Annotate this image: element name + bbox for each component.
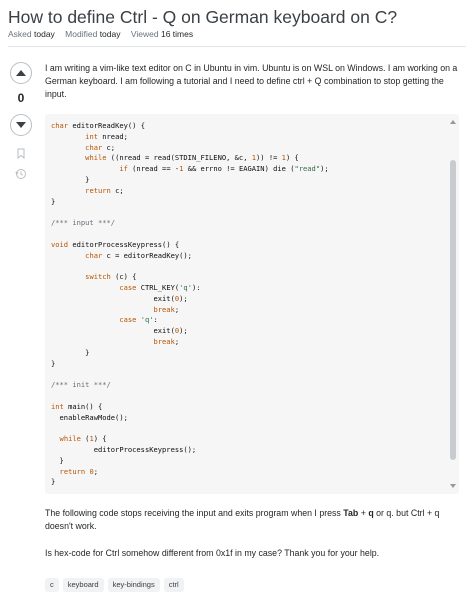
code-line: [51, 391, 329, 402]
history-icon[interactable]: [15, 168, 27, 180]
code-line: int nread;: [85, 131, 128, 141]
code-line: char editorReadKey() {: [51, 121, 145, 130]
header-divider: [8, 46, 466, 47]
body-paragraph-2: The following code stops receiving the i…: [45, 507, 461, 533]
asked-value: today: [34, 29, 55, 39]
code-line: return 0;: [59, 466, 99, 476]
triangle-up-icon: [16, 70, 26, 76]
code-block[interactable]: char editorReadKey() { int nread; char c…: [45, 114, 459, 494]
bookmark-icon[interactable]: [17, 148, 25, 159]
code-line: break;: [153, 304, 180, 314]
code-line: break;: [153, 336, 180, 346]
code-line: }: [51, 347, 90, 357]
code-line: exit(0);: [51, 293, 188, 303]
code-line: int main() {: [51, 401, 103, 411]
viewed-label: Viewed: [130, 29, 159, 39]
code-line: [51, 229, 329, 240]
paragraph-2-text-b: or q. but Ctrl + q doesn't work.: [45, 508, 440, 531]
code-line: return c;: [85, 185, 124, 195]
code-line: }: [51, 477, 56, 487]
downvote-button[interactable]: [10, 114, 32, 136]
question-meta: Asked today Modified today Viewed 16 tim…: [8, 29, 201, 39]
code-line: exit(0);: [51, 326, 188, 336]
key-tab: Tab: [343, 508, 359, 518]
paragraph-2-plus: +: [358, 508, 369, 518]
code-line: char c;: [85, 142, 116, 152]
vote-count: 0: [17, 91, 25, 105]
modified-value[interactable]: today: [99, 29, 121, 39]
scrollbar-thumb[interactable]: [450, 160, 456, 460]
viewed-value: 16 times: [160, 29, 194, 39]
code-line: /*** input ***/: [51, 218, 116, 228]
modified-label: Modified: [65, 29, 98, 39]
code-content: char editorReadKey() { int nread; char c…: [51, 121, 329, 488]
code-line: char c = editorReadKey();: [85, 250, 192, 260]
code-line: while (1) {: [59, 434, 107, 444]
upvote-button[interactable]: [10, 62, 32, 84]
code-line: }: [51, 455, 64, 465]
body-paragraph-3: Is hex-code for Ctrl somehow different f…: [45, 548, 380, 558]
tag-ctrl[interactable]: ctrl: [163, 578, 184, 592]
code-line: void editorProcessKeypress() {: [51, 239, 180, 249]
tag-key-bindings[interactable]: key-bindings: [107, 578, 160, 592]
code-line: while ((nread = read(STDIN_FILENO, &c, 1…: [85, 153, 299, 163]
scroll-down-icon[interactable]: [450, 484, 456, 488]
code-line: }: [51, 358, 56, 368]
tag-c[interactable]: c: [45, 578, 59, 592]
code-line: [51, 423, 329, 434]
code-line: switch (c) {: [85, 272, 137, 282]
paragraph-2-text-a: The following code stops receiving the i…: [45, 508, 344, 518]
code-line: case CTRL_KEY('q'):: [119, 282, 201, 292]
code-line: editorProcessKeypress();: [51, 444, 197, 454]
code-line: enableRawMode();: [51, 412, 128, 422]
code-line: case 'q':: [119, 315, 158, 325]
triangle-down-icon: [16, 122, 26, 128]
question-body: I am writing a vim-like text editor on C…: [45, 62, 461, 101]
code-line: if (nread == -1 && errno != EAGAIN) die …: [119, 164, 329, 174]
code-line: [51, 369, 329, 380]
code-line: [51, 261, 329, 272]
key-q: q: [368, 508, 374, 518]
scroll-up-icon[interactable]: [450, 120, 456, 124]
code-line: }: [51, 174, 90, 184]
question-title[interactable]: How to define Ctrl - Q on German keyboar…: [8, 7, 398, 27]
code-line: /*** init ***/: [51, 380, 111, 390]
body-paragraph-1: I am writing a vim-like text editor on C…: [45, 63, 458, 99]
code-line: [51, 207, 329, 218]
tag-keyboard[interactable]: keyboard: [62, 578, 104, 592]
code-scrollbar[interactable]: [450, 120, 456, 488]
asked-label: Asked: [8, 29, 32, 39]
code-line: }: [51, 196, 56, 206]
